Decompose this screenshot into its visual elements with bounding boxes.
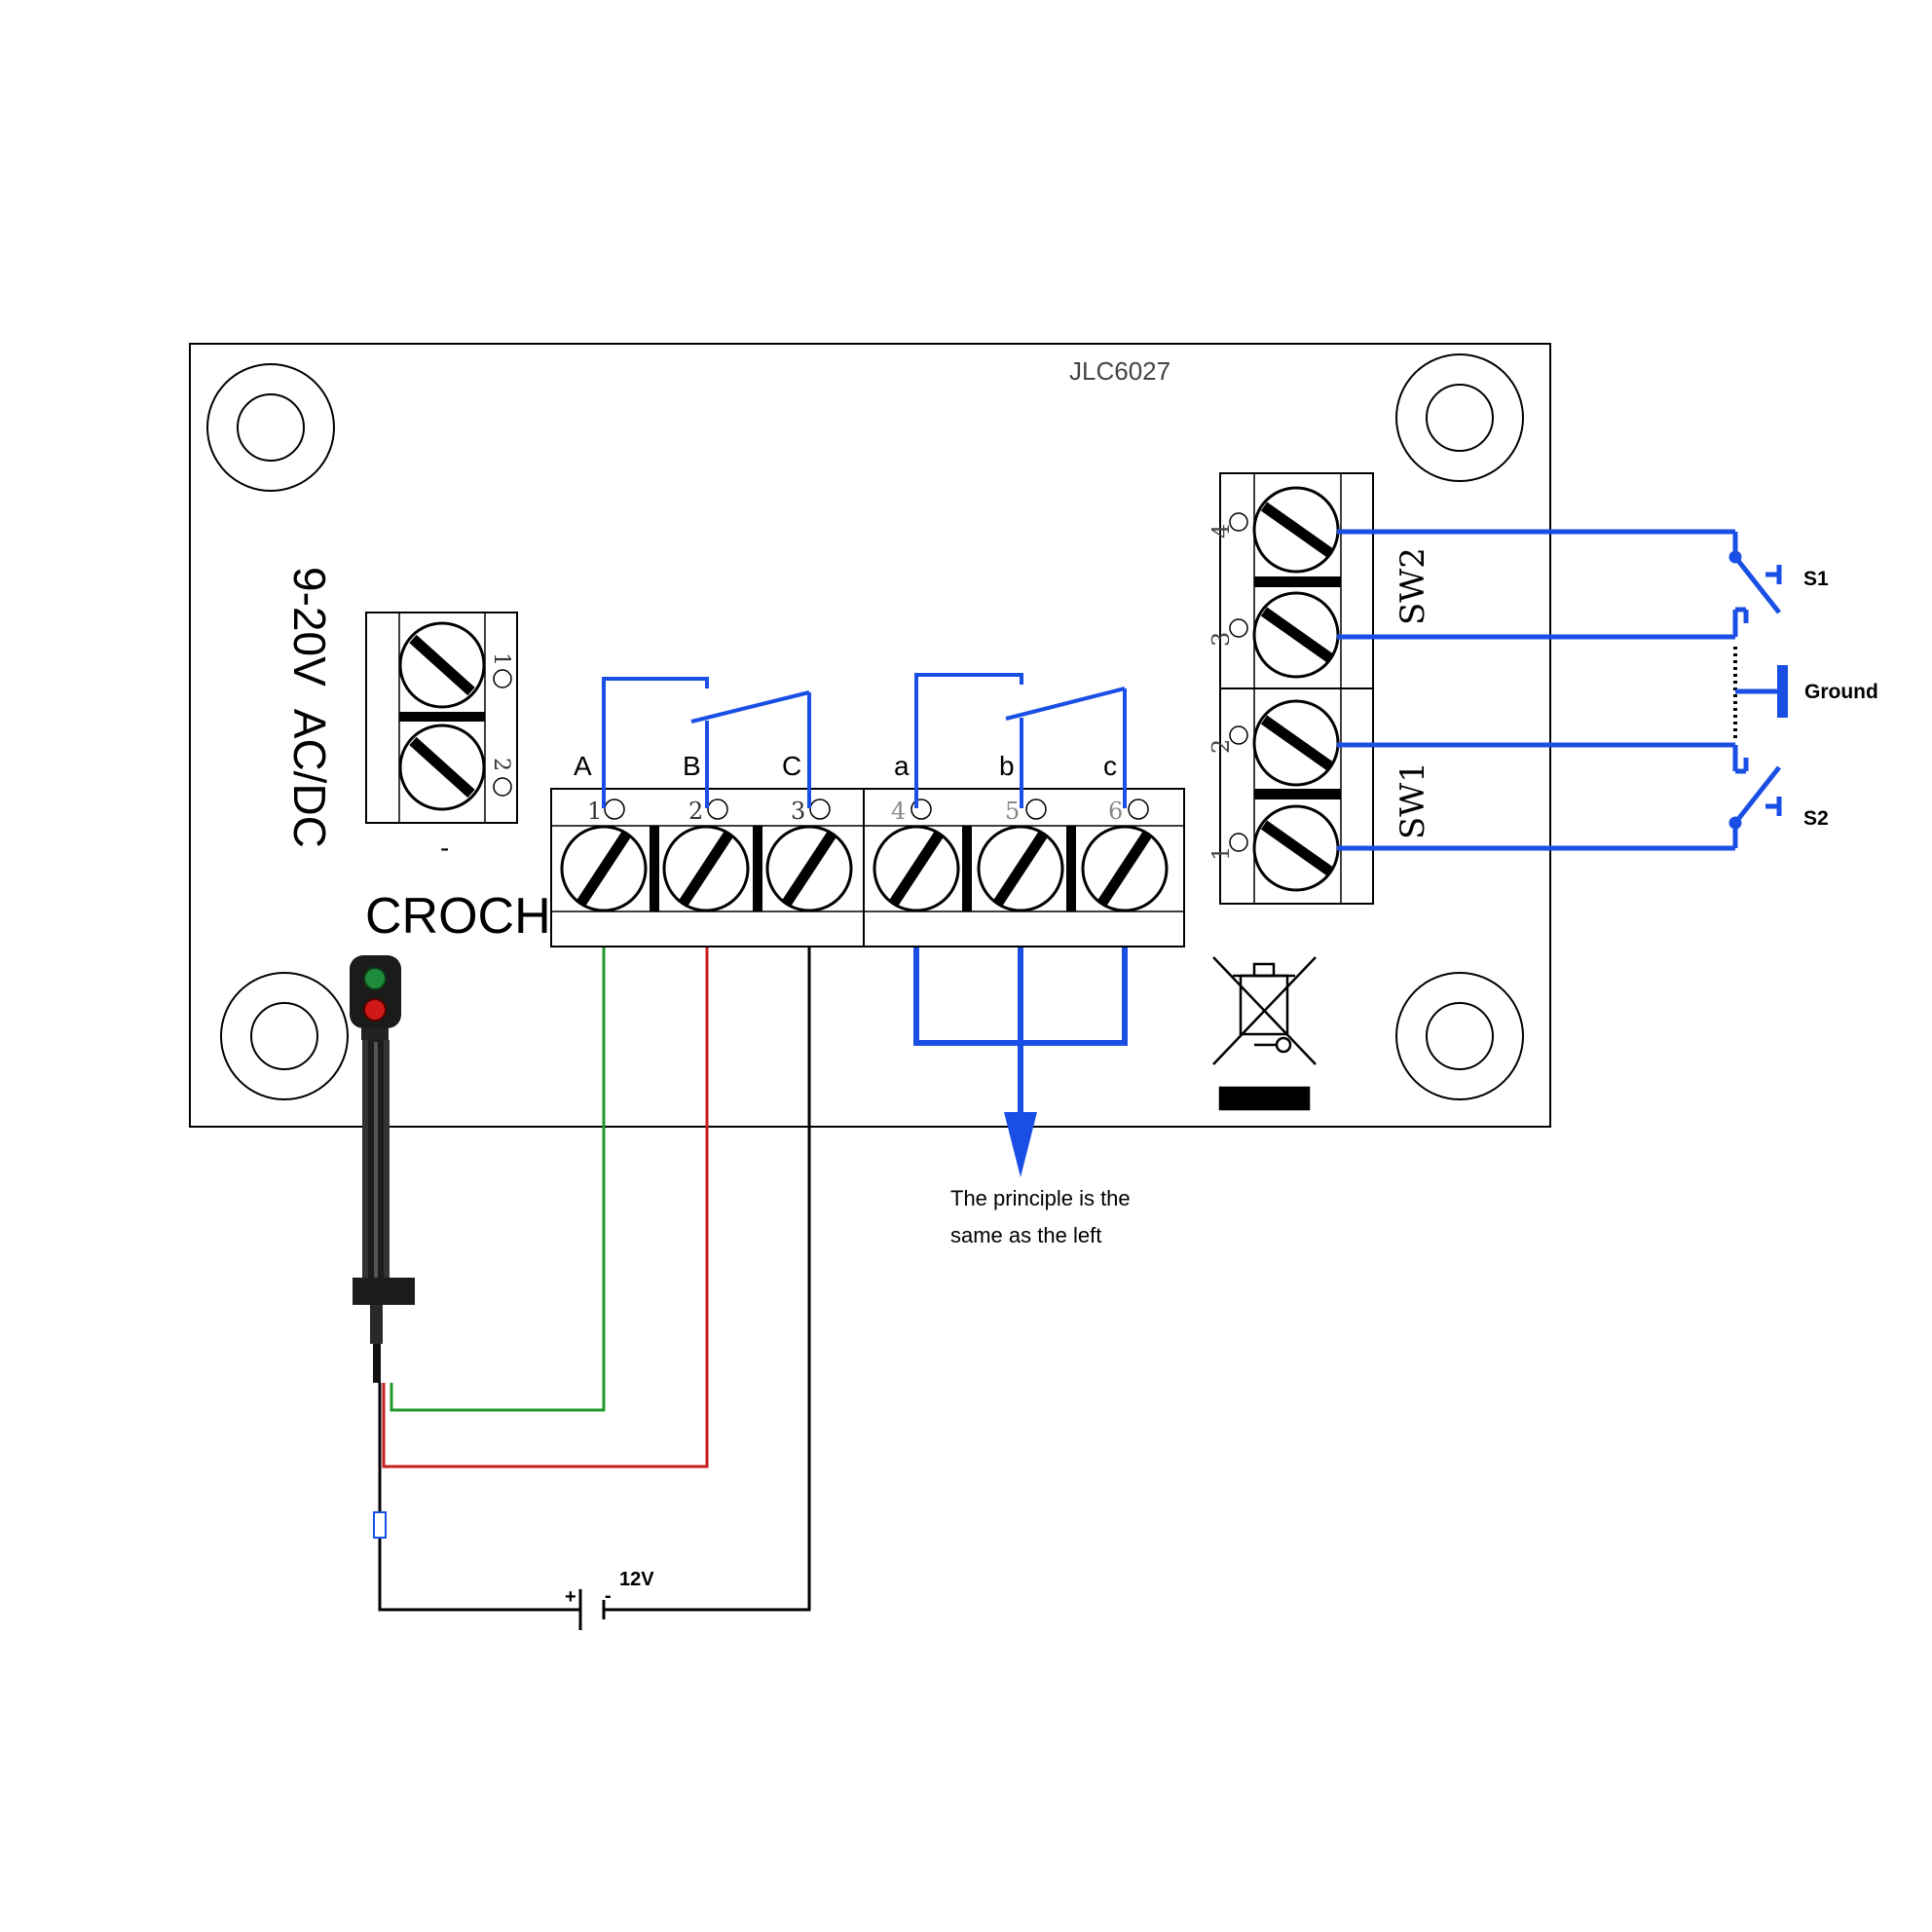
mounting-hole-bottom-right bbox=[1395, 972, 1524, 1100]
screw-terminal-icon bbox=[398, 724, 486, 811]
wire-green bbox=[390, 947, 606, 1412]
switch-terminal-block: 4 3 2 1 SW2 SW1 bbox=[1208, 472, 1432, 905]
power-pin-2: 2 bbox=[489, 758, 513, 771]
screw-terminal-icon bbox=[1081, 825, 1169, 912]
switch-wiring bbox=[1337, 529, 1738, 851]
power-rating-label: 9-20V AC/DC bbox=[284, 567, 335, 848]
screw-terminal-icon bbox=[1252, 486, 1340, 574]
signal-mast-icon bbox=[350, 955, 415, 1383]
terminal-letter-A: A bbox=[574, 751, 592, 781]
terminal-letter-c: c bbox=[1103, 751, 1117, 781]
terminal-letter-a: a bbox=[894, 751, 910, 781]
pin-number-4: 4 bbox=[891, 798, 906, 825]
wire-red bbox=[382, 947, 709, 1468]
wire-black-battery-pos bbox=[378, 1538, 580, 1612]
switch-s2 bbox=[1728, 758, 1782, 830]
screw-terminal-icon bbox=[873, 825, 960, 912]
screw-terminal-icon bbox=[398, 621, 486, 709]
screw-terminal-icon bbox=[977, 825, 1064, 912]
power-terminal-block: 1 2 bbox=[365, 612, 518, 824]
relay-contact-right bbox=[914, 673, 1127, 808]
battery-voltage-label: 12V bbox=[619, 1569, 654, 1590]
relay-contact-left bbox=[602, 677, 811, 808]
screw-terminal-icon bbox=[1252, 591, 1340, 679]
screw-terminal-icon bbox=[662, 825, 750, 912]
right-outputs-bus bbox=[913, 947, 1128, 1118]
switch-pin-1: 1 bbox=[1208, 846, 1235, 861]
terminal-letter-B: B bbox=[683, 751, 701, 781]
screw-terminal-icon bbox=[1252, 699, 1340, 787]
sw1-label: SW1 bbox=[1393, 762, 1432, 839]
switch-s2-label: S2 bbox=[1803, 807, 1829, 830]
pin-number-2: 2 bbox=[688, 798, 703, 825]
pin-number-5: 5 bbox=[1005, 798, 1020, 825]
pin-number-6: 6 bbox=[1108, 798, 1123, 825]
battery-minus: - bbox=[605, 1585, 612, 1607]
power-minus-mark: - bbox=[440, 833, 449, 863]
switch-pin-4: 4 bbox=[1208, 524, 1235, 539]
sw2-label: SW2 bbox=[1393, 547, 1432, 625]
switch-pin-2: 2 bbox=[1208, 739, 1235, 754]
note-line-1: The principle is the bbox=[950, 1186, 1131, 1210]
screw-terminal-icon bbox=[560, 825, 648, 912]
ground-symbol bbox=[1733, 647, 1788, 738]
down-arrow-icon bbox=[1004, 1112, 1037, 1177]
pin-number-1: 1 bbox=[587, 798, 602, 825]
battery-plus: + bbox=[565, 1586, 576, 1608]
brand-label: CROCH bbox=[365, 888, 551, 945]
wire-black-common bbox=[604, 947, 811, 1612]
note-line-2: same as the left bbox=[950, 1223, 1101, 1247]
pin-number-3: 3 bbox=[791, 798, 805, 825]
battery-icon bbox=[578, 1589, 606, 1630]
board-model-label: JLC6027 bbox=[1069, 356, 1170, 386]
screw-terminal-icon bbox=[1252, 804, 1340, 892]
mounting-hole-bottom-left bbox=[220, 972, 349, 1100]
weee-bin-icon bbox=[1212, 956, 1317, 1111]
switch-pin-3: 3 bbox=[1208, 632, 1235, 647]
mounting-hole-top-left bbox=[206, 363, 335, 492]
mounting-hole-top-right bbox=[1395, 353, 1524, 482]
terminal-letter-b: b bbox=[999, 751, 1015, 781]
output-terminal-block: 1 2 3 4 5 6 bbox=[550, 788, 1185, 947]
power-pin-1: 1 bbox=[489, 652, 513, 666]
screw-terminal-icon bbox=[765, 825, 853, 912]
switch-s1-label: S1 bbox=[1803, 568, 1829, 590]
terminal-letter-C: C bbox=[782, 751, 801, 781]
ground-label: Ground bbox=[1804, 681, 1878, 703]
resistor-icon bbox=[373, 1511, 387, 1539]
switch-s1 bbox=[1728, 550, 1782, 623]
